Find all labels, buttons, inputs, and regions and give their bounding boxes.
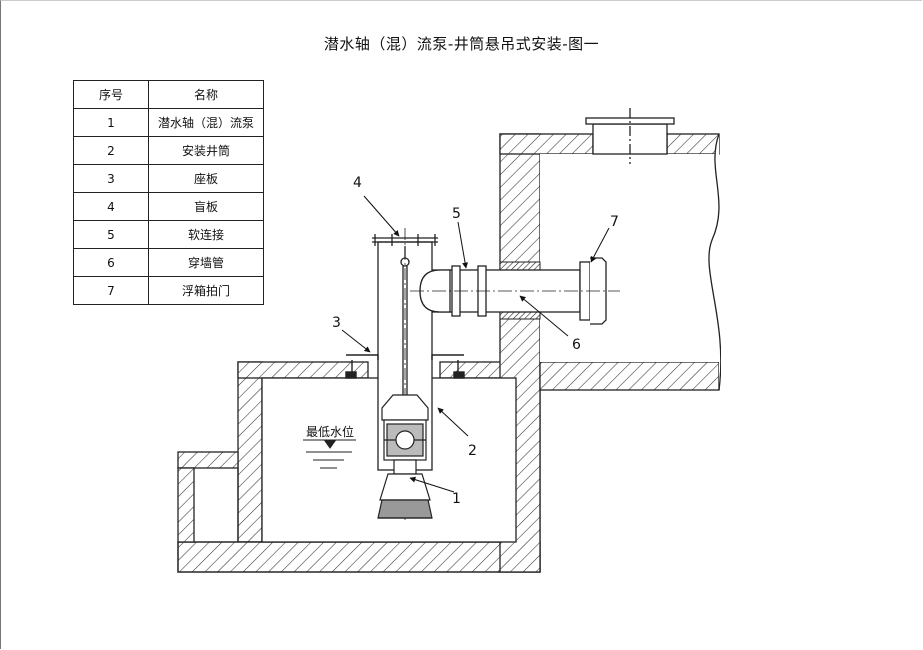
left-ledge-wall xyxy=(177,467,195,543)
channel-top-slab-right xyxy=(666,133,720,155)
callout-1: 1 xyxy=(452,491,461,507)
callout-5: 5 xyxy=(452,206,461,222)
water-level xyxy=(303,439,356,469)
channel-bottom-slab xyxy=(539,361,720,391)
channel-top-slab-left xyxy=(499,133,594,155)
outlet-pipe xyxy=(410,257,620,325)
break-line xyxy=(708,133,722,391)
channel-space xyxy=(540,154,719,362)
row-name: 盲板 xyxy=(148,192,264,221)
callout-3: 3 xyxy=(332,315,341,331)
row-index: 2 xyxy=(73,136,149,165)
row-name: 穿墙管 xyxy=(148,248,264,277)
callout-2: 2 xyxy=(468,443,477,459)
row-name: 软连接 xyxy=(148,220,264,249)
sump-floor xyxy=(177,541,541,573)
row-index: 7 xyxy=(73,276,149,305)
header-name: 名称 xyxy=(148,80,264,109)
header-index: 序号 xyxy=(73,80,149,109)
row-name: 浮箱拍门 xyxy=(148,276,264,305)
drawing-title: 潜水轴（混）流泵-井筒悬吊式安装-图一 xyxy=(323,35,600,53)
row-index: 1 xyxy=(73,108,149,137)
row-name: 潜水轴（混）流泵 xyxy=(148,108,264,137)
callout-7: 7 xyxy=(610,214,619,230)
water-level-label: 最低水位 xyxy=(306,424,354,439)
callout-4: 4 xyxy=(353,175,362,191)
wall-sleeve-top xyxy=(499,261,541,271)
submersible-pump xyxy=(377,394,433,519)
left-ledge xyxy=(177,451,239,469)
channel-hatch xyxy=(585,108,675,164)
table-header-row: 序号 名称 xyxy=(73,80,264,109)
sump-left-wall xyxy=(237,361,263,543)
leader-lines xyxy=(341,195,610,493)
seat-plate xyxy=(345,354,465,379)
concrete-structure xyxy=(177,133,720,573)
callout-6: 6 xyxy=(572,337,581,353)
row-index: 5 xyxy=(73,220,149,249)
